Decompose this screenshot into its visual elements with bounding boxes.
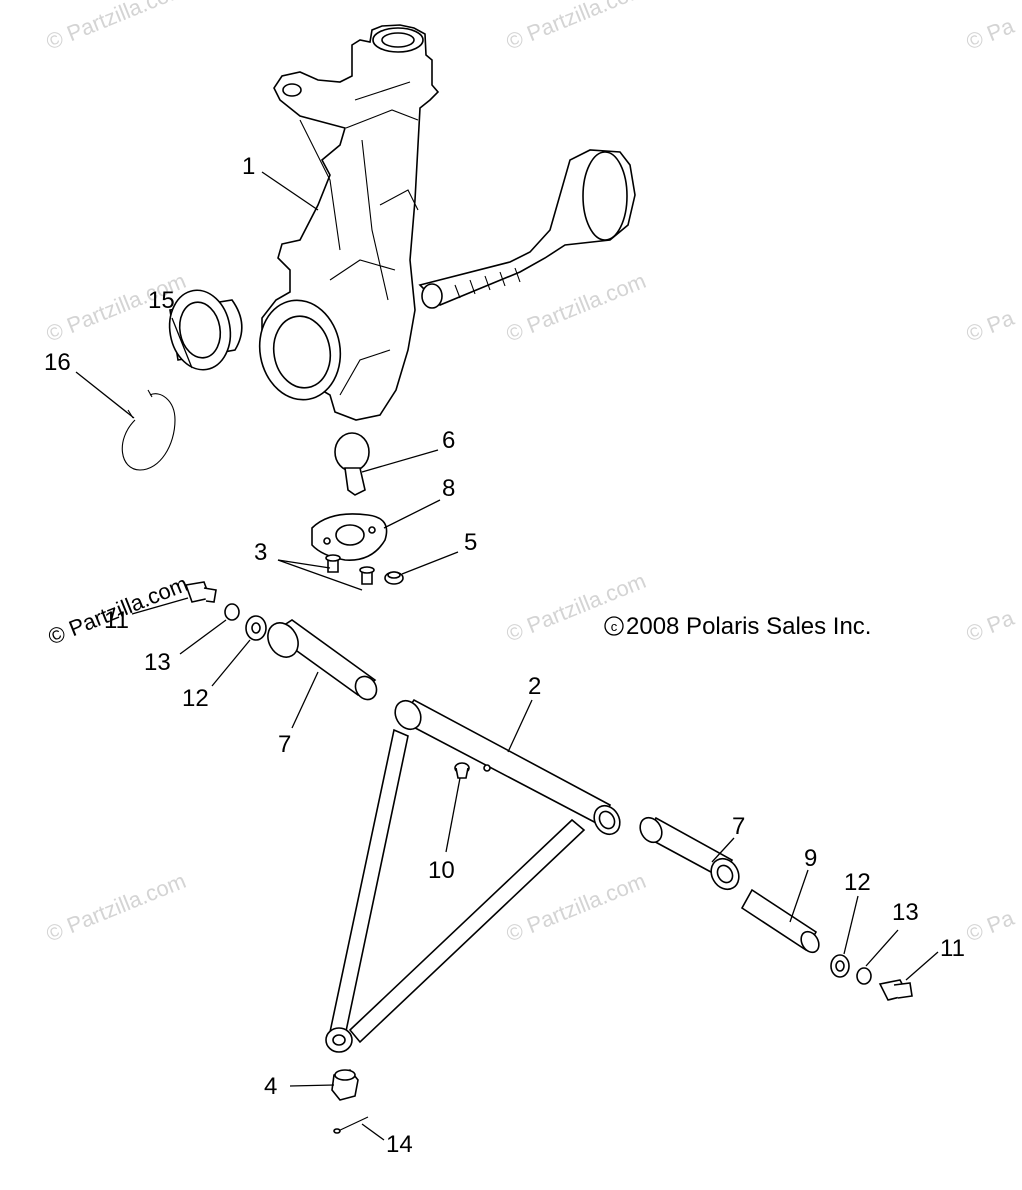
watermark: © Partzilla.com [503,0,650,55]
circlip [121,389,176,471]
cotter-pin [333,1116,369,1134]
watermark: © Pa [963,605,1019,647]
a-arm [325,698,621,1053]
callout-12-right: 12 [844,869,871,896]
callout-11-right: 11 [940,935,965,962]
watermark: © Pa [963,13,1019,55]
callout-8: 8 [442,475,455,502]
callout-2: 2 [528,673,541,700]
watermark: © Partzilla.com [503,268,650,347]
callout-10: 10 [428,857,455,884]
leader-6 [361,449,439,473]
leader-11-left [131,597,189,615]
lock-washer-right [856,967,872,985]
lock-washer-left [224,603,240,621]
callout-5: 5 [464,529,477,556]
leader-14 [361,1123,385,1141]
copyright-notice: c 2008 Polaris Sales Inc. [604,613,871,640]
callout-7-left: 7 [278,731,291,758]
cv-axle-shaft [418,149,636,309]
callout-13-right: 13 [892,899,919,926]
callout-6: 6 [442,427,455,454]
callout-1: 1 [242,153,255,180]
watermark-layer: © Partzilla.com © Partzilla.com © Pa © P… [43,0,1019,947]
bolt-left [184,581,217,603]
steering-knuckle [258,24,440,421]
leader-9 [789,869,809,923]
grease-fitting [454,762,470,779]
callout-16: 16 [44,349,71,376]
leader-5 [401,551,459,575]
watermark: © Partzilla.com [43,868,190,947]
bolt-right [878,979,913,1001]
retainer-plate [311,513,388,561]
leader-1 [261,171,319,211]
leader-2 [507,699,533,753]
flat-washer-right [830,954,850,978]
watermark: © Pa [963,905,1019,947]
copyright-symbol: c [611,619,618,634]
callout-labels: 1 15 16 6 8 3 5 11 13 12 7 2 10 7 9 12 1… [44,153,965,1158]
flat-washer-left [245,615,267,641]
leader-12-right [843,895,859,955]
leader-lines [75,171,939,1141]
leader-4 [289,1084,335,1087]
callout-14: 14 [386,1131,413,1158]
leader-13-right [865,929,899,967]
leader-13-left [179,619,227,655]
copyright-text: 2008 Polaris Sales Inc. [626,613,871,640]
castle-nut [331,1069,359,1101]
callout-4: 4 [264,1073,277,1100]
callout-13-left: 13 [144,649,171,676]
ball-joint [334,432,370,496]
callout-12-left: 12 [182,685,209,712]
bushing-sleeve-right [639,816,740,891]
leader-8 [383,499,441,529]
bushing-sleeve-left [267,619,378,701]
copyright-circle [604,616,624,636]
wheel-bearing [168,289,243,371]
leader-11-right [905,951,939,981]
watermark: © Partzilla.com [43,0,190,55]
leader-7-right [711,837,735,863]
callout-11-left: 11 [104,607,129,634]
rivet-pair [325,554,375,585]
watermark: © Pa [963,305,1019,347]
leader-16 [75,371,135,419]
plug [384,571,404,585]
callout-15: 15 [148,287,175,314]
leader-10 [445,777,461,853]
callout-3: 3 [254,539,267,566]
leader-3a [277,559,331,569]
callout-9: 9 [804,845,817,872]
leader-12-left [211,639,251,687]
leader-7-left [291,671,319,729]
leader-3b [277,559,363,591]
callout-7-right: 7 [732,813,745,840]
spacer [740,888,820,954]
leader-15 [171,317,193,369]
